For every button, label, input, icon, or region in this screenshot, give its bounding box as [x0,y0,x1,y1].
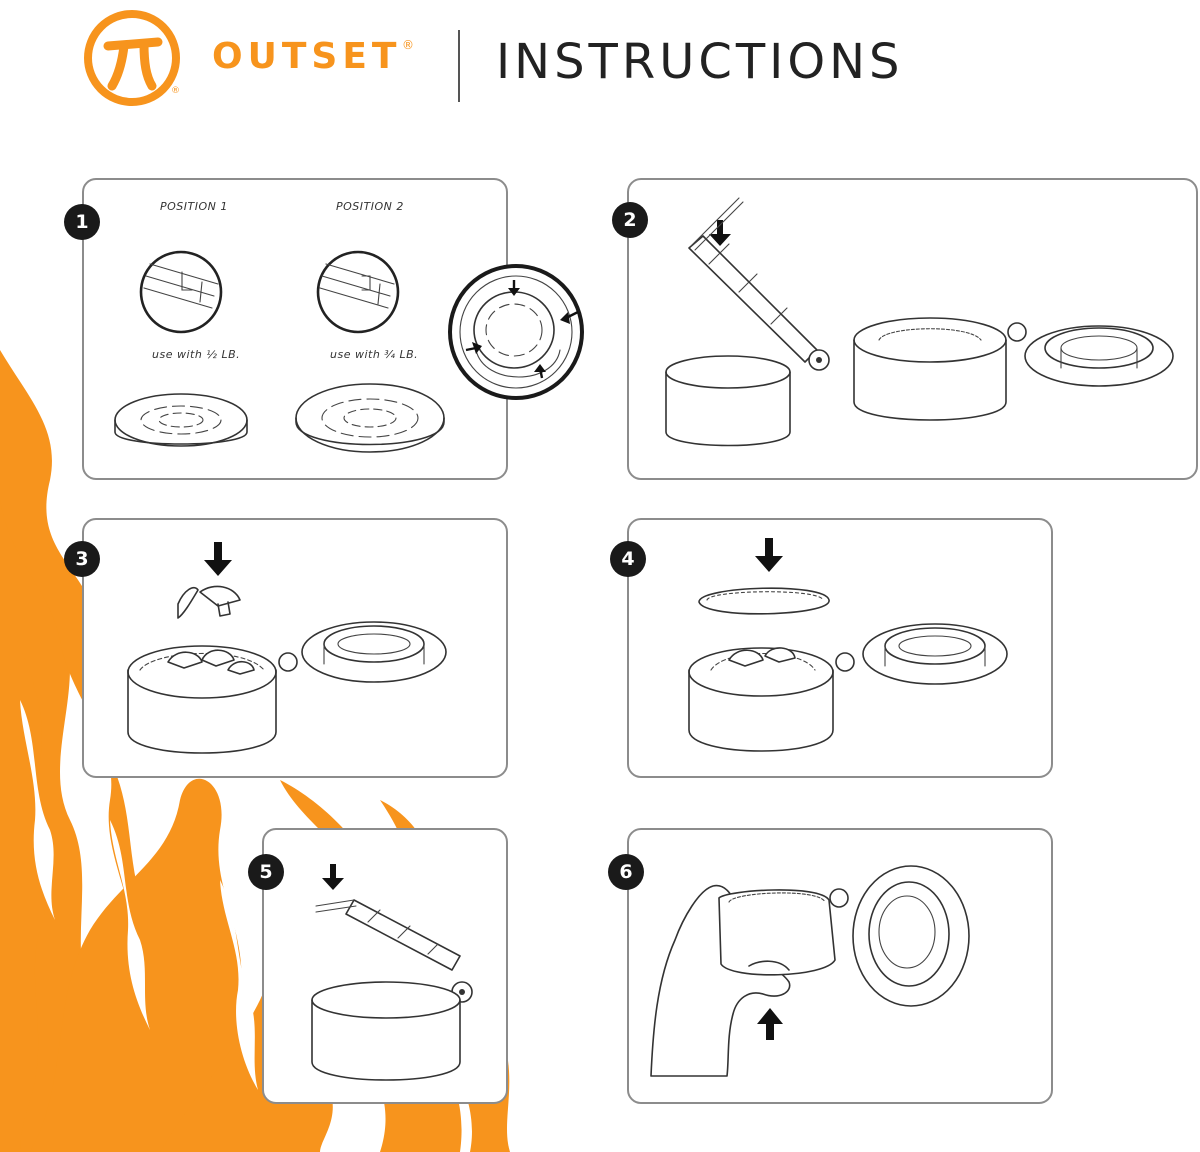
header-divider [458,30,460,102]
arrow-down-icon [204,542,232,576]
brand-registered-mark: ® [402,38,414,52]
step-4-illustration [688,538,1008,752]
brand-name: OUTSET [212,36,402,77]
step-5-illustration [311,864,473,1081]
step-3-badge: 3 [64,541,100,577]
step-1-badge: 1 [64,204,100,240]
step-6-badge: 6 [608,854,644,890]
arrow-up-icon [757,1008,783,1040]
step-2-panel [627,178,1198,480]
step-5-panel [262,828,508,1104]
step-6-panel [627,828,1053,1104]
position-2-detail [316,250,400,334]
step-3-panel [82,518,508,778]
use-three-quarter-lb-label: use with ¾ LB. [330,348,419,361]
arrow-down-icon [755,538,783,572]
step-4-badge: 4 [610,541,646,577]
step-2-badge: 2 [612,202,648,238]
header: ® OUTSET ® INSTRUCTIONS [0,0,1200,130]
use-half-lb-label: use with ½ LB. [152,348,241,361]
press-half-lb [114,393,248,447]
step-2-illustration [665,197,1174,447]
step-1-illustration [114,250,584,453]
step-5-badge: 5 [248,854,284,890]
dial-detail [448,264,584,400]
position-2-label: POSITION 2 [336,200,404,213]
step-6-illustration [650,865,970,1077]
outset-pi-logo-icon [84,10,180,106]
logo-registered-mark: ® [171,86,180,96]
step-1-panel: POSITION 1 POSITION 2 use with ½ LB. use… [82,178,584,480]
step-4-panel [627,518,1053,778]
step-3-illustration [127,542,447,754]
page-title: INSTRUCTIONS [496,34,904,90]
position-1-label: POSITION 1 [160,200,228,213]
position-1-detail [139,250,223,334]
arrow-down-icon [709,220,731,246]
press-three-quarter-lb [295,383,445,453]
arrow-down-icon [322,864,344,890]
